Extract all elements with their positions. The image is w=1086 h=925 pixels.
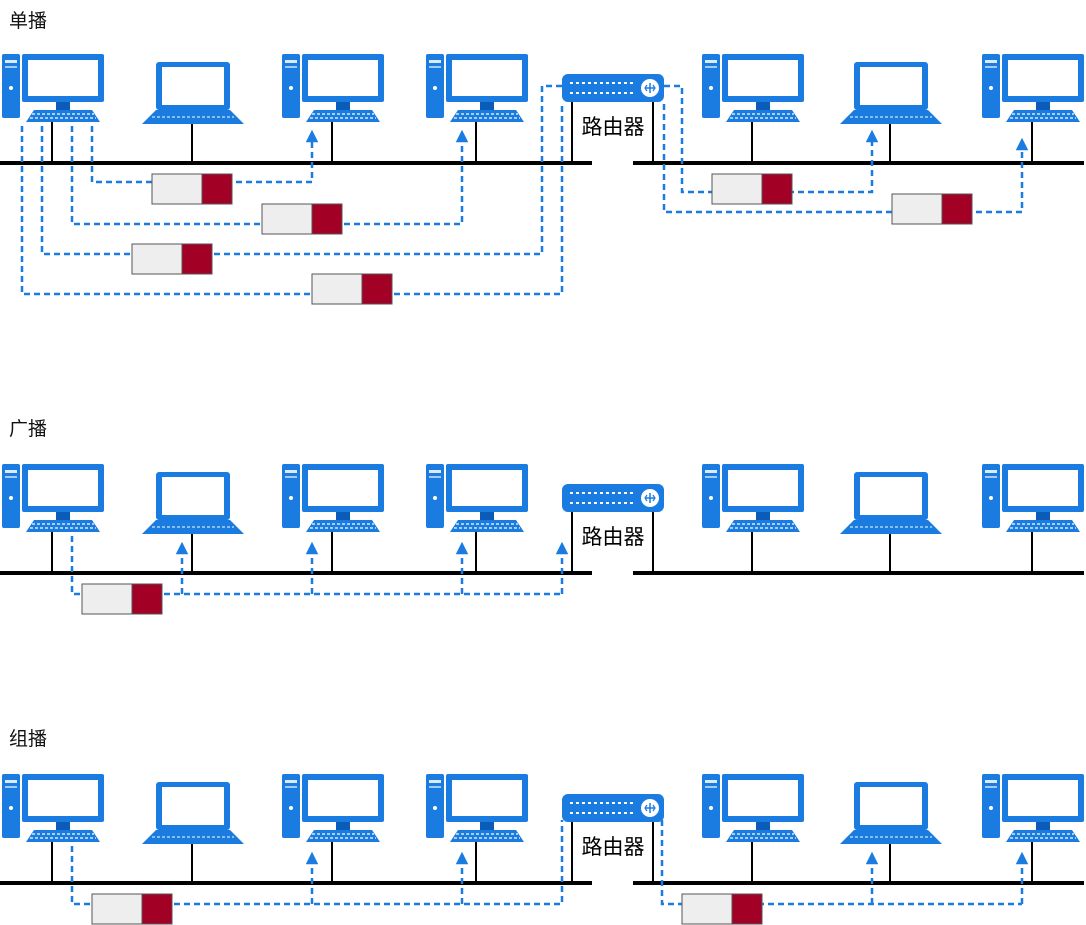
unicast-section: 路由器 xyxy=(0,53,1085,305)
packet-icon xyxy=(311,273,393,305)
laptop-icon xyxy=(839,61,943,125)
laptop-icon xyxy=(839,471,943,535)
multicast-path-left xyxy=(70,820,564,906)
desktop-computer-icon xyxy=(1,53,105,123)
desktop-computer-icon xyxy=(701,53,805,123)
multicast-path-right xyxy=(660,820,1022,906)
packet-icon xyxy=(81,583,163,615)
router-label: 路由器 xyxy=(582,115,645,139)
packet-icon xyxy=(261,203,343,235)
laptop-icon xyxy=(141,471,245,535)
desktop-computer-icon xyxy=(981,773,1085,843)
packet-icon xyxy=(131,243,213,275)
broadcast-path xyxy=(70,536,562,596)
desktop-computer-icon xyxy=(281,463,385,533)
unicast-path-5 xyxy=(664,84,879,194)
desktop-computer-icon xyxy=(981,53,1085,123)
unicast-path-6 xyxy=(662,104,1029,214)
unicast-path-3 xyxy=(40,84,562,256)
unicast-path-4 xyxy=(20,104,564,296)
laptop-icon xyxy=(839,781,943,845)
router-label: 路由器 xyxy=(582,525,645,549)
section-title-unicast: 单播 xyxy=(9,10,48,32)
broadcast-section: 路由器 xyxy=(0,463,1085,615)
router-icon xyxy=(561,73,665,103)
router-label: 路由器 xyxy=(582,835,645,859)
desktop-computer-icon xyxy=(981,463,1085,533)
desktop-computer-icon xyxy=(281,773,385,843)
desktop-computer-icon xyxy=(701,463,805,533)
packet-icon xyxy=(91,893,173,925)
section-title-multicast: 组播 xyxy=(9,728,48,750)
router-icon xyxy=(561,483,665,513)
router-icon xyxy=(561,793,665,823)
laptop-icon xyxy=(141,781,245,845)
packet-icon xyxy=(711,173,793,205)
packet-icon xyxy=(151,173,233,205)
section-title-broadcast: 广播 xyxy=(9,418,48,440)
desktop-computer-icon xyxy=(425,53,529,123)
desktop-computer-icon xyxy=(281,53,385,123)
desktop-computer-icon xyxy=(425,463,529,533)
packet-icon xyxy=(681,893,763,925)
desktop-computer-icon xyxy=(701,773,805,843)
desktop-computer-icon xyxy=(1,773,105,843)
laptop-icon xyxy=(141,61,245,125)
packet-icon xyxy=(891,193,973,225)
desktop-computer-icon xyxy=(1,463,105,533)
multicast-section: 路由器 xyxy=(0,773,1085,925)
desktop-computer-icon xyxy=(425,773,529,843)
